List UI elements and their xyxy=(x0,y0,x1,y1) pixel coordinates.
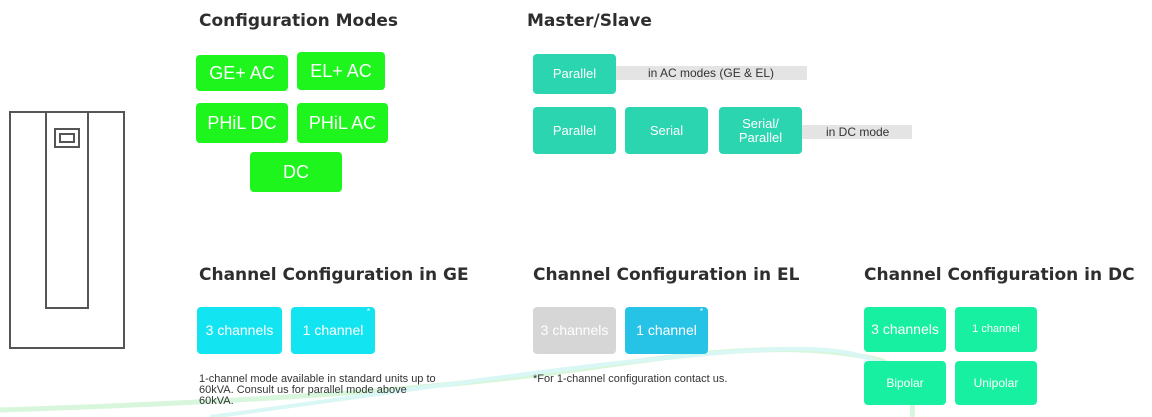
el-1-channel-label: 1 channel xyxy=(636,322,697,339)
ge-footnote-marker: * xyxy=(366,307,370,316)
ge-3-channels-button[interactable]: 3 channels xyxy=(197,307,282,354)
dc-unipolar-button[interactable]: Unipolar xyxy=(955,361,1037,405)
dc-1-channel-button[interactable]: 1 channel xyxy=(955,307,1037,352)
el-footnote-marker: * xyxy=(699,307,703,316)
ge-footnote: 1-channel mode available in standard uni… xyxy=(199,373,436,407)
channel-ge-title: Channel Configuration in GE xyxy=(199,265,469,285)
dc-bipolar-button[interactable]: Bipolar xyxy=(864,361,946,405)
dc-mode-note-text: in DC mode xyxy=(826,125,890,139)
ac-mode-note-text: in AC modes (GE & EL) xyxy=(648,66,775,80)
el-footnote: *For 1-channel configuration contact us. xyxy=(533,373,728,385)
config-modes-title: Configuration Modes xyxy=(199,11,399,31)
mode-el-ac-button[interactable]: EL+ AC xyxy=(297,52,385,90)
dc-serial-button[interactable]: Serial xyxy=(625,107,708,154)
el-1-channel-button[interactable]: 1 channel * xyxy=(625,307,708,354)
ac-mode-note: in AC modes (GE & EL) xyxy=(612,66,807,80)
mode-dc-button[interactable]: DC xyxy=(250,152,342,192)
ac-parallel-button[interactable]: Parallel xyxy=(533,54,616,94)
ge-1-channel-button[interactable]: 1 channel * xyxy=(291,307,375,354)
channel-dc-title: Channel Configuration in DC xyxy=(864,265,1135,285)
dc-mode-note: in DC mode xyxy=(800,125,912,139)
dc-parallel-button[interactable]: Parallel xyxy=(533,107,616,154)
ge-1-channel-label: 1 channel xyxy=(302,322,364,339)
el-3-channels-button[interactable]: 3 channels xyxy=(533,307,616,354)
dc-3-channels-button[interactable]: 3 channels xyxy=(864,307,946,352)
mode-ge-ac-button[interactable]: GE+ AC xyxy=(196,55,288,91)
cabinet-icon xyxy=(9,111,125,349)
dc-serial-parallel-button[interactable]: Serial/ Parallel xyxy=(719,107,802,154)
channel-el-title: Channel Configuration in EL xyxy=(533,265,800,285)
mode-phil-dc-button[interactable]: PHiL DC xyxy=(196,103,288,143)
master-slave-title: Master/Slave xyxy=(527,11,652,31)
mode-phil-ac-button[interactable]: PHiL AC xyxy=(297,103,388,143)
